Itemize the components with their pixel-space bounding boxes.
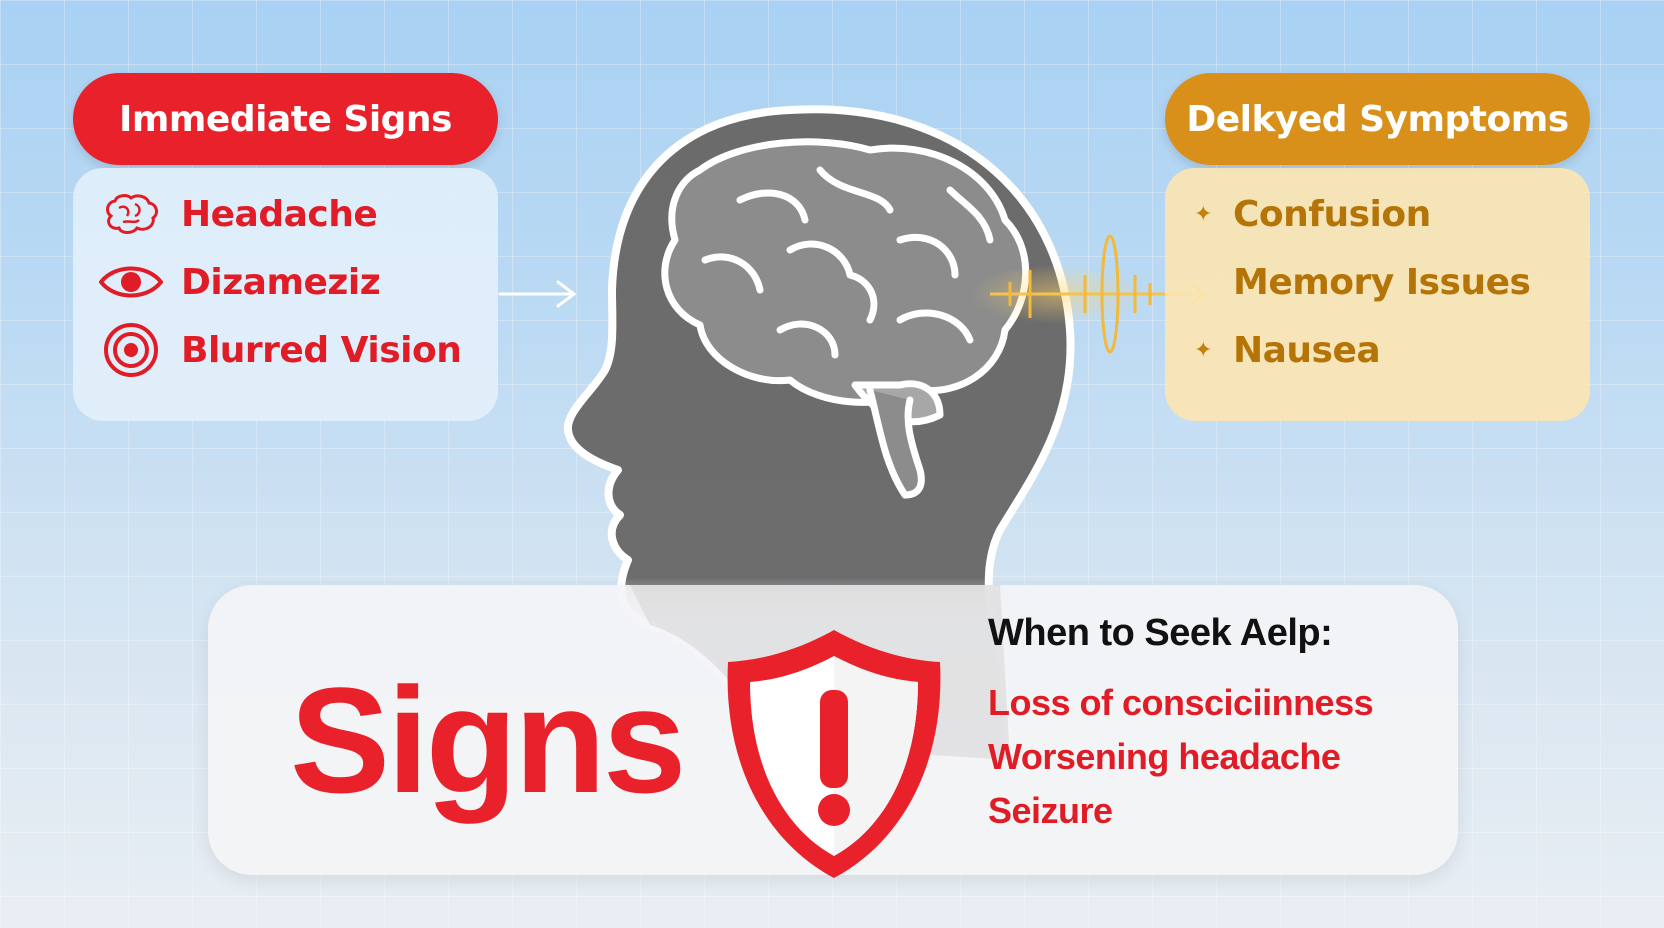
list-item: Dizameziz	[99, 258, 381, 306]
immediate-signs-header: Immediate Signs	[73, 73, 498, 165]
item-label: Headache	[181, 193, 378, 235]
item-label: Memory Issues	[1233, 262, 1531, 303]
list-item: Memory Issues	[1187, 262, 1531, 303]
signal-wave-icon	[970, 234, 1207, 354]
list-item: Blurred Vision	[99, 323, 462, 377]
brain-icon	[99, 190, 163, 238]
delayed-symptoms-header: Delkyed Symptoms	[1165, 73, 1590, 165]
eye-icon	[99, 258, 163, 306]
target-icon	[99, 323, 163, 377]
item-label: Nausea	[1233, 330, 1381, 371]
item-label: Blurred Vision	[181, 329, 462, 371]
sparkle-icon: ✦	[1194, 338, 1212, 363]
immediate-signs-card: Headache Dizameziz Blurred Vision	[73, 168, 498, 421]
item-label: Dizameziz	[181, 261, 381, 303]
connector-arrow	[498, 280, 577, 308]
delayed-symptoms-title: Delkyed Symptoms	[1186, 98, 1569, 140]
item-label: Confusion	[1233, 194, 1431, 235]
signs-headline: Signs	[290, 656, 686, 824]
brain-icon	[661, 138, 1030, 499]
list-item: Headache	[99, 190, 378, 238]
list-item: ✦ Confusion	[1187, 194, 1431, 235]
immediate-signs-title: Immediate Signs	[119, 98, 453, 140]
sparkle-icon: ✦	[1194, 202, 1212, 227]
list-item: ✦ Nausea	[1187, 330, 1381, 371]
help-title: When to Seek Aelp:	[988, 612, 1333, 654]
delayed-symptoms-card: ✦ Confusion Memory Issues ✦ Nausea	[1165, 168, 1590, 421]
help-item: Loss of consciciinness	[988, 682, 1374, 723]
help-item: Worsening headache	[988, 736, 1341, 777]
help-item: Seizure	[988, 790, 1113, 831]
